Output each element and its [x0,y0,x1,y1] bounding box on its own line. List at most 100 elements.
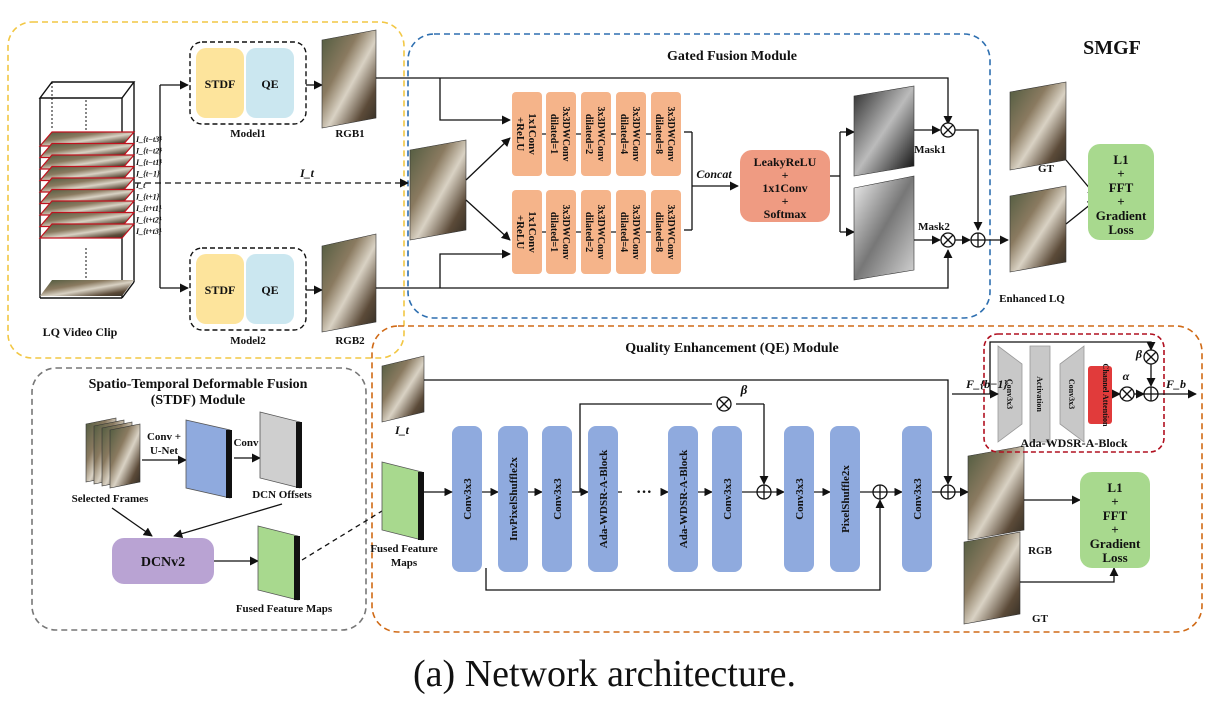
qe-block-label: PixelShuffle2x [840,465,852,533]
fusion-arrow-down [465,199,511,241]
dilation-label: dilated=1 [548,114,559,154]
rgb1-to-conv [439,78,511,125]
qe-gt-image [963,531,1021,625]
frame-label: I_{t−t1} [135,158,162,167]
frame-label: I_{t+t1} [135,204,162,213]
rgb1-label: RGB1 [335,128,364,140]
qe-fused-maps-block [381,461,424,541]
frame-label: I_t [135,181,146,190]
qe-block-2 [542,426,572,572]
fusion-softmax-block [740,150,830,222]
model2-box [189,247,307,331]
fusion-block-line: + [782,168,789,182]
loss-top-line: FFT [1109,180,1134,195]
fusion-block-line: Softmax [764,207,807,221]
ada-layer-2 [1059,345,1085,443]
dilation-label: dilated=2 [583,212,594,252]
ada-beta-multiply-icon [1143,349,1159,365]
qe-block-label: Conv3x3 [722,478,734,520]
model2-stdf-label: STDF [205,283,236,297]
model1-qe-label: QE [261,77,278,91]
fused-to-qe [301,499,401,561]
enhanced-lq-image [1009,185,1067,273]
frame-label: I_{t+t3} [135,227,162,236]
qe-beta-label: β [740,382,748,397]
stdf-title-line2: (STDF) Module [151,393,246,408]
conv-unet-label-2: U-Net [150,445,178,457]
model2-qe-label: QE [261,283,278,297]
ada-block-border [983,333,1165,453]
frames-to-dcn [111,507,153,537]
conv-unet-label-1: Conv + [147,431,181,443]
qe-block-3 [588,426,618,572]
qe-block-label: InvPixelShuffle2x [508,457,520,541]
qe-module-border [371,325,1203,633]
conv1x1-label: 1x1Conv [526,113,538,155]
dwconv-label: 3x3DWConv [560,204,571,259]
qe-sum-icon-1 [756,484,772,500]
dilation-label: dilated=4 [618,212,629,252]
model1-stdf [196,48,244,118]
dwconv-dilated-top-2 [616,92,646,176]
dwconv-label: 3x3DWConv [630,204,641,259]
qe-block-1 [498,426,528,572]
ada-layer-0 [997,345,1023,443]
frame-label: I_{t−1} [135,170,160,179]
conv1x1-relu-bottom [512,190,542,274]
fusion-arrow-up [465,137,511,181]
clip-frame-slice [38,223,136,239]
dwconv-label: 3x3DWConv [665,204,676,259]
fusion-block-line: + [782,194,789,208]
dcn-offsets-label: DCN Offsets [252,489,312,501]
unet-feature-block [185,419,232,499]
qe-fused-maps-label-2: Maps [391,557,418,569]
qe-long-skip [485,499,885,591]
model1-box [189,41,307,125]
frame-label: I_{t+t2} [135,216,162,225]
mask1-multiply-icon [940,122,956,138]
dcn-offsets-block [259,411,302,489]
channel-attention-block [1088,366,1112,424]
dilation-label: dilated=8 [653,114,664,154]
qe-input-label: I_t [394,423,410,437]
qe-block-0 [452,426,482,572]
offsets-to-dcn [173,503,283,539]
loss-bottom-line: + [1111,522,1118,537]
qe-block-4 [668,426,698,572]
qe-block-label: Conv3x3 [462,478,474,520]
lq-video-clip [38,81,136,299]
fusion-sum-icon [970,232,986,248]
qe-block-label: Conv3x3 [912,478,924,520]
ada-layer-label: Conv3x3 [1005,379,1014,409]
conv1x1-relu-top [512,92,542,176]
dwconv-dilated-bottom-3 [651,190,681,274]
qe-block-5 [712,426,742,572]
qe-rgb-label: RGB [1028,545,1053,557]
dcnv2-block [112,538,214,584]
frame-label: I_{t−t3} [135,135,162,144]
alpha-label: α [1123,369,1130,383]
loss-bottom-line: Gradient [1090,536,1141,551]
dwconv-label: 3x3DWConv [595,106,606,161]
ada-layer-1 [1029,345,1051,443]
relu-label: +ReLU [514,117,526,151]
loss-top-line: L1 [1113,152,1128,167]
qe-rgb-image [967,445,1025,541]
dilation-label: dilated=4 [618,114,629,154]
rgb2-image [321,233,377,333]
qe-block-label: Ada-WDSR-A-Block [598,449,610,548]
stdf-fused-maps-label: Fused Feature Maps [236,603,333,615]
model1-label: Model1 [230,128,265,140]
loss-top-line: Loss [1108,222,1133,237]
loss-bottom-line: + [1111,494,1118,509]
alpha-multiply-icon [1119,386,1135,402]
rgb2-bypass [376,249,953,289]
model2-label: Model2 [230,335,266,347]
dwconv-label: 3x3DWConv [665,106,676,161]
fusion-block-line: LeakyReLU [754,155,817,169]
mask2-multiply-icon [940,232,956,248]
gt-to-loss-bottom [1020,567,1119,583]
fusion-block-line: 1x1Conv [762,181,807,195]
frame-label: I_{t+1} [135,193,160,202]
qe-block-6 [784,426,814,572]
